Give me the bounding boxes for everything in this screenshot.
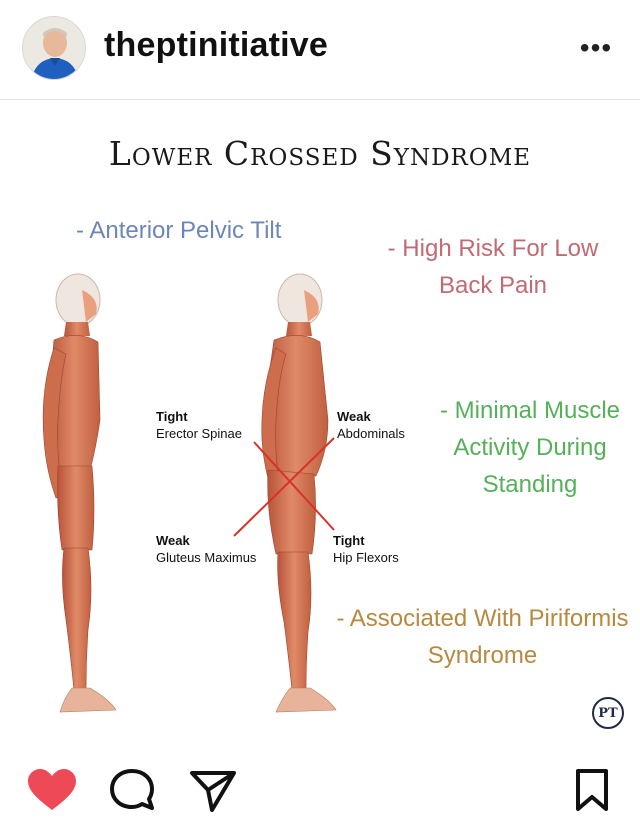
label-state: Tight (156, 409, 188, 424)
note-anterior-pelvic-tilt: - Anterior Pelvic Tilt (76, 212, 281, 249)
note-minimal-muscle-activity: - Minimal Muscle Activity During Standin… (420, 392, 640, 503)
send-icon (190, 771, 236, 812)
note-line: - High Risk For Low (387, 235, 599, 262)
label-weak-abdominals: Weak Abdominals (337, 408, 405, 442)
cross-line-weak (233, 437, 335, 537)
label-weak-gluteus-maximus: Weak Gluteus Maximus (156, 532, 256, 566)
post-title: Lower Crossed Syndrome (108, 134, 532, 173)
label-muscle: Gluteus Maximus (156, 550, 257, 565)
label-state: Weak (156, 533, 190, 548)
label-state: Tight (333, 533, 365, 548)
username[interactable]: theptinitiative (104, 26, 329, 64)
comment-button[interactable] (108, 768, 160, 812)
like-button[interactable] (26, 768, 78, 812)
anatomy-figure-lower-crossed (261, 273, 337, 713)
action-bar (0, 740, 640, 823)
label-muscle: Erector Spinae (156, 426, 242, 441)
label-tight-erector-spinae: Tight Erector Spinae (156, 408, 242, 442)
cross-line-tight (253, 441, 335, 531)
note-line: Back Pain (438, 272, 548, 299)
note-piriformis-syndrome: - Associated With Piriformis Syndrome (330, 600, 635, 674)
crossed-lines (233, 437, 335, 537)
label-muscle: Abdominals (337, 426, 405, 441)
profile-avatar[interactable] (22, 16, 86, 80)
more-options-icon[interactable]: ••• (579, 32, 613, 63)
heart-icon (28, 769, 76, 810)
label-state: Weak (337, 409, 371, 424)
note-line: Activity During (453, 434, 607, 461)
note-line: Standing (482, 471, 578, 498)
share-button[interactable] (188, 768, 240, 812)
note-high-risk-low-back-pain: - High Risk For Low Back Pain (368, 230, 618, 304)
note-line: Syndrome (427, 642, 538, 669)
comment-icon (110, 769, 154, 810)
label-muscle: Hip Flexors (333, 550, 399, 565)
bookmark-icon (576, 769, 608, 811)
save-button[interactable] (570, 768, 614, 812)
avatar-photo (23, 17, 85, 79)
anatomy-figure-normal (42, 273, 117, 713)
post-header: theptinitiative ••• (0, 0, 640, 100)
note-line: - Associated With Piriformis (336, 605, 629, 632)
note-line: - Minimal Muscle (439, 397, 621, 424)
post-image: Lower Crossed Syndrome - Anterior Pelvic… (0, 100, 640, 740)
note-line: - Anterior Pelvic Tilt (76, 217, 282, 244)
label-tight-hip-flexors: Tight Hip Flexors (333, 532, 399, 566)
brand-logo: PT (592, 697, 624, 729)
